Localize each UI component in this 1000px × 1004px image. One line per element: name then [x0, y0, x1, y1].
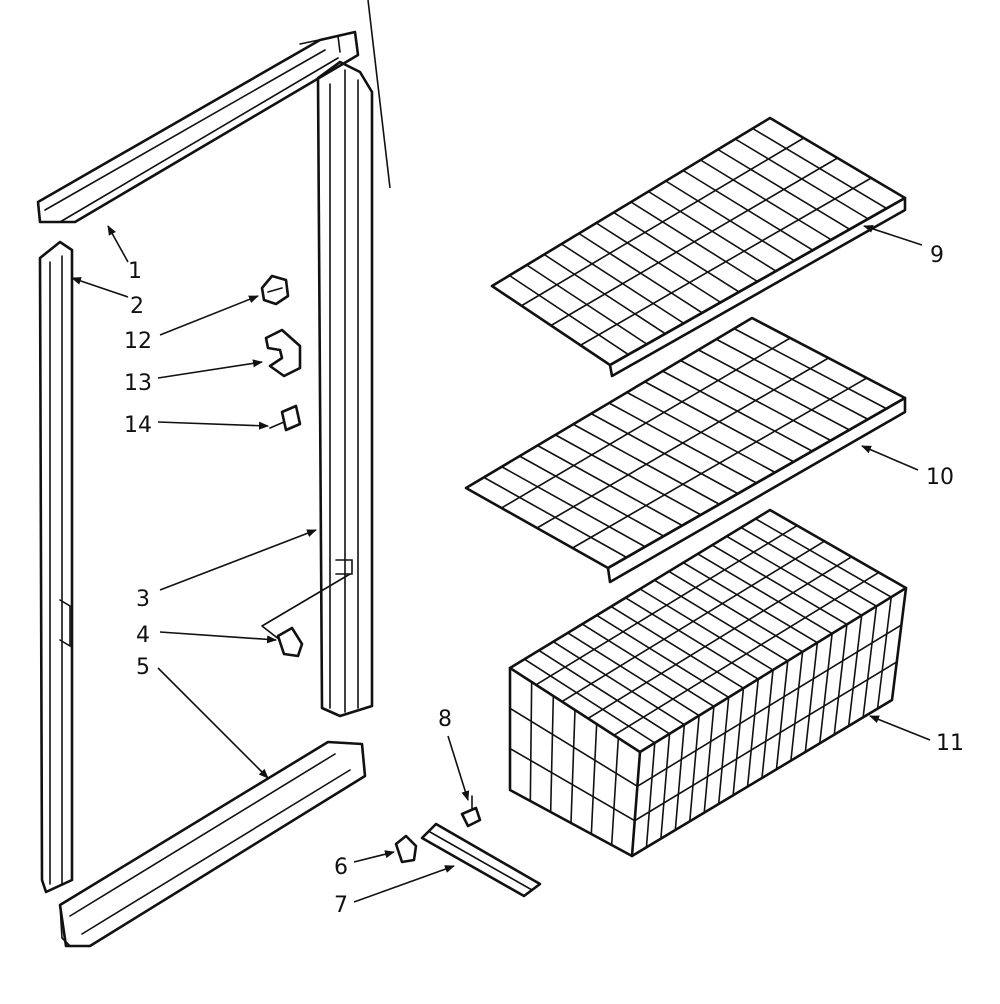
callout-14: 14	[124, 413, 152, 438]
callout-labels: 1 2 3 4 5 6 7 8 9 10 11 12 13 14	[124, 243, 964, 918]
callout-9: 9	[930, 243, 944, 268]
leader-lines	[71, 0, 931, 903]
part-5-bottom-trim	[58, 740, 367, 948]
part-11-wire-basket	[508, 508, 908, 858]
callout-3: 3	[136, 587, 150, 612]
part-13-bracket	[264, 328, 302, 378]
callout-8: 8	[438, 707, 452, 732]
callout-4: 4	[136, 623, 150, 648]
callout-5: 5	[136, 655, 150, 680]
callout-10: 10	[926, 465, 954, 490]
callout-2: 2	[130, 294, 144, 319]
callout-7: 7	[334, 893, 348, 918]
part-3-right-trim	[316, 60, 374, 718]
part-10-lower-wire-shelf	[464, 316, 907, 584]
callout-6: 6	[334, 855, 348, 880]
part-6-clip	[394, 834, 418, 864]
part-7-rail	[420, 822, 542, 898]
part-1-top-trim	[36, 30, 360, 224]
part-14-screw	[269, 404, 302, 432]
part-9-upper-wire-shelf	[490, 116, 907, 378]
part-2-left-trim	[38, 240, 74, 894]
part-8-screw	[460, 795, 482, 828]
part-12-clip	[260, 274, 290, 306]
part-4-hinge-piece	[261, 625, 304, 658]
callout-13: 13	[124, 371, 152, 396]
callout-11: 11	[936, 731, 964, 756]
callout-12: 12	[124, 329, 152, 354]
callout-1: 1	[128, 259, 142, 284]
